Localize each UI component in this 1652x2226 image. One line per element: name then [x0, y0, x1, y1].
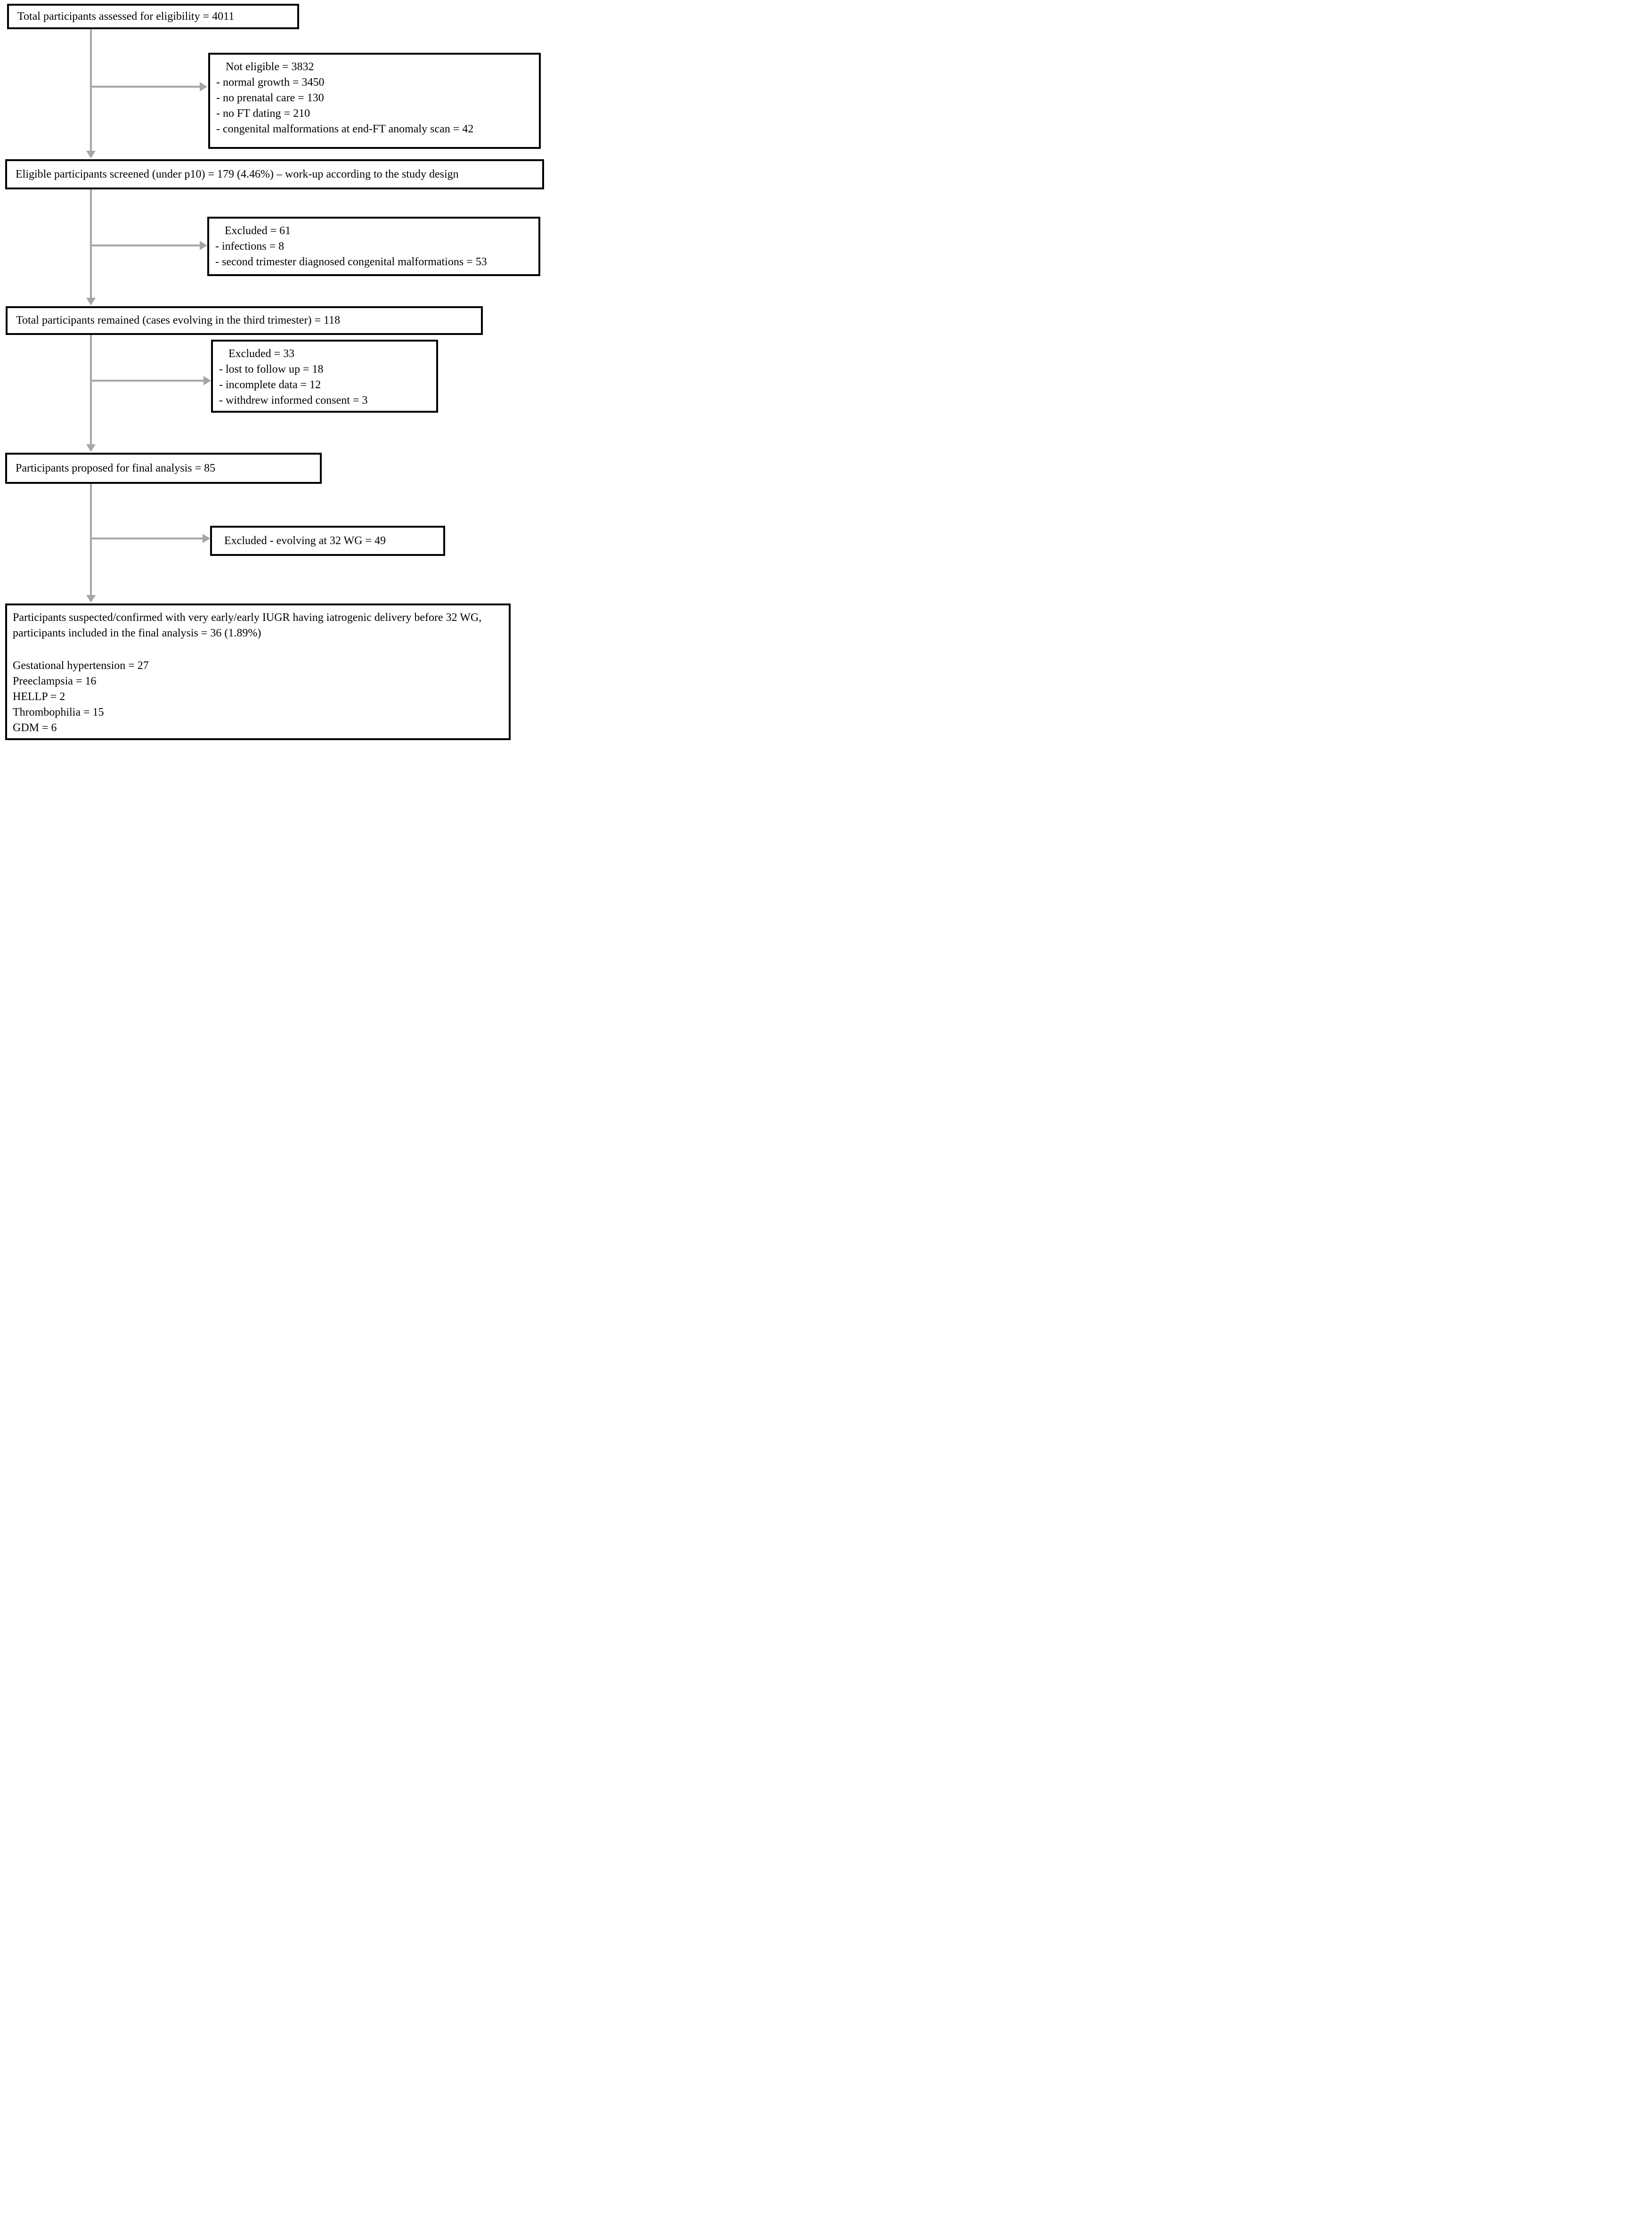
box-excluded-49-text: Excluded - evolving at 32 WG = 49	[224, 534, 386, 547]
arrowhead-eligible-to-remained	[86, 298, 96, 305]
box-excluded-61-line: Excluded = 61	[225, 225, 291, 237]
box-total-assessed-text: Total participants assessed for eligibil…	[17, 10, 235, 23]
box-not-eligible-line: - no prenatal care = 130	[216, 92, 324, 104]
box-not-eligible-line: - congenital malformations at end-FT ano…	[216, 123, 474, 135]
box-excluded-61-line: - second trimester diagnosed congenital …	[215, 256, 487, 268]
arrow-line-remained-to-proposed	[90, 335, 92, 444]
box-final-analysis-line: Gestational hypertension = 27	[13, 660, 149, 672]
box-proposed-text: Participants proposed for final analysis…	[16, 462, 216, 474]
box-remained: Total participants remained (cases evolv…	[6, 306, 483, 335]
arrow-line-branch-excluded-33	[91, 380, 203, 382]
box-not-eligible-line: - normal growth = 3450	[216, 76, 325, 89]
box-excluded-61-line: - infections = 8	[215, 240, 285, 253]
arrowhead-proposed-to-final	[86, 595, 96, 603]
box-final-analysis: Participants suspected/confirmed with ve…	[5, 603, 511, 740]
arrow-line-branch-excluded-61	[91, 245, 200, 246]
box-final-analysis-line: Preeclampsia = 16	[13, 675, 97, 687]
box-excluded-33: Excluded = 33 - lost to follow up = 18 -…	[211, 340, 438, 413]
arrowhead-branch-excluded-33	[203, 376, 211, 385]
box-not-eligible-line: Not eligible = 3832	[226, 61, 314, 73]
box-eligible-screened: Eligible participants screened (under p1…	[5, 159, 544, 189]
box-not-eligible-line: - no FT dating = 210	[216, 107, 310, 120]
arrow-line-branch-excluded-49	[91, 538, 203, 539]
arrow-line-total-to-eligible	[90, 29, 92, 151]
box-eligible-screened-text: Eligible participants screened (under p1…	[16, 168, 459, 180]
box-excluded-49: Excluded - evolving at 32 WG = 49	[210, 526, 445, 556]
box-excluded-33-line: - lost to follow up = 18	[219, 363, 324, 375]
box-excluded-33-line: Excluded = 33	[228, 348, 295, 360]
arrowhead-remained-to-proposed	[86, 444, 96, 452]
box-final-analysis-line: Thrombophilia = 15	[13, 706, 104, 718]
box-excluded-33-line: - withdrew informed consent = 3	[219, 394, 368, 407]
box-excluded-33-line: - incomplete data = 12	[219, 379, 321, 391]
box-proposed: Participants proposed for final analysis…	[5, 453, 322, 484]
box-final-analysis-paragraph: Participants suspected/confirmed with ve…	[13, 612, 482, 639]
arrow-line-proposed-to-final	[90, 484, 92, 595]
box-final-analysis-line: HELLP = 2	[13, 691, 65, 703]
arrowhead-branch-excluded-61	[200, 241, 207, 250]
box-not-eligible: Not eligible = 3832 - normal growth = 34…	[208, 53, 541, 149]
arrowhead-total-to-eligible	[86, 151, 96, 158]
arrowhead-branch-excluded-49	[203, 534, 210, 543]
box-excluded-61: Excluded = 61 - infections = 8 - second …	[207, 217, 540, 276]
arrowhead-branch-not-eligible	[200, 82, 207, 91]
flow-diagram: Total participants assessed for eligibil…	[0, 0, 551, 742]
arrow-line-branch-not-eligible	[91, 86, 200, 88]
box-final-analysis-line: GDM = 6	[13, 722, 57, 734]
final-box-spacer	[13, 641, 502, 658]
arrow-line-eligible-to-remained	[90, 189, 92, 298]
box-remained-text: Total participants remained (cases evolv…	[16, 314, 341, 326]
box-total-assessed: Total participants assessed for eligibil…	[7, 4, 299, 29]
